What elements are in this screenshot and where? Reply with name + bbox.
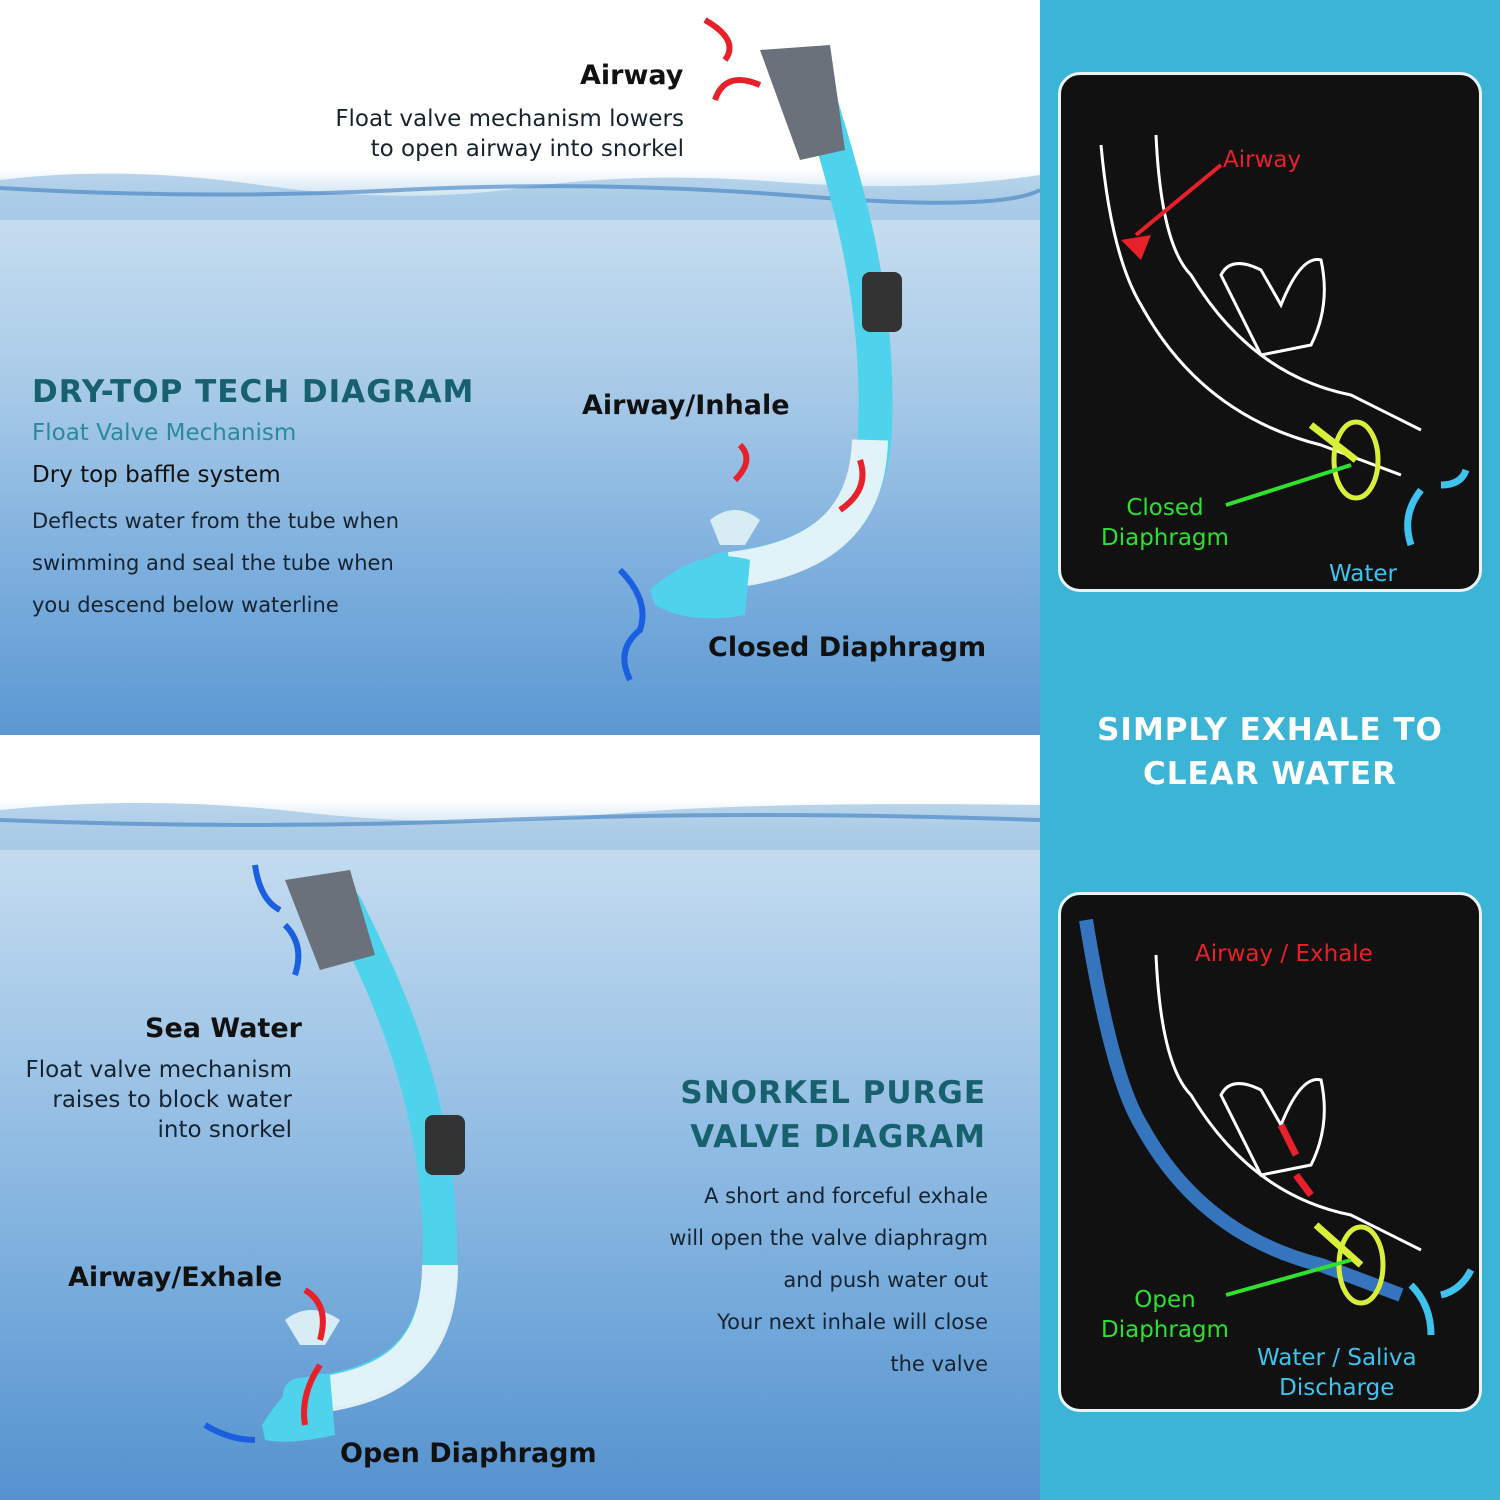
diaphragm-line: Closed (1126, 495, 1204, 521)
sea-water-description: Float valve mechanism raises to block wa… (25, 1055, 292, 1145)
water-line: Water / Saliva (1257, 1345, 1417, 1371)
dry-top-panel: Airway Float valve mechanism lowers to o… (0, 0, 1040, 735)
diaphragm-line: Diaphragm (1101, 1317, 1229, 1343)
diaphragm-line: Open (1134, 1287, 1196, 1313)
sea-water-desc-line: Float valve mechanism (25, 1057, 292, 1083)
water-line: Discharge (1279, 1375, 1395, 1401)
airway-desc-line: to open airway into snorkel (370, 136, 684, 162)
sea-water-desc-line: raises to block water (52, 1087, 292, 1113)
dry-top-subtitle: Float Valve Mechanism (32, 420, 297, 446)
body-line: A short and forceful exhale (704, 1184, 988, 1208)
exhale-label: Airway/Exhale (68, 1262, 283, 1293)
airway-description: Float valve mechanism lowers to open air… (335, 104, 684, 164)
airway-label: Airway (580, 60, 684, 91)
diaphragm-line: Diaphragm (1101, 525, 1229, 551)
airway-desc-line: Float valve mechanism lowers (335, 106, 684, 132)
callout-line: CLEAR WATER (1143, 756, 1397, 792)
callout-line: SIMPLY EXHALE TO (1097, 712, 1443, 748)
airway-exhale-label: Airway / Exhale (1195, 941, 1373, 967)
body-line: Your next inhale will close (717, 1310, 988, 1334)
water-surface (0, 802, 1040, 850)
snorkel-illustration (617, 17, 902, 682)
water-discharge-label: Water / Saliva Discharge (1257, 1343, 1417, 1403)
sea-water-label: Sea Water (145, 1013, 302, 1044)
open-diaphragm-label: Open Diaphragm (1101, 1285, 1229, 1345)
body-line: will open the valve diaphragm (669, 1226, 988, 1250)
water-label: Water (1329, 561, 1397, 587)
body-line: you descend below waterline (32, 593, 339, 617)
closed-diaphragm-label: Closed Diaphragm (1101, 493, 1229, 553)
right-panel: Airway Closed Diaphragm Water SIMPLY EXH… (1040, 0, 1500, 1500)
dry-top-heading: Dry top baffle system (32, 462, 281, 488)
body-line: the valve (890, 1352, 988, 1376)
snorkel-illustration (203, 864, 465, 1443)
body-line: swimming and seal the tube when (32, 551, 394, 575)
body-line: and push water out (783, 1268, 988, 1292)
open-diaphragm-diagram: Airway / Exhale Open Diaphragm Water / S… (1058, 892, 1482, 1412)
airway-label: Airway (1223, 147, 1302, 173)
sea-water-desc-line: into snorkel (157, 1117, 293, 1143)
open-diaphragm-label: Open Diaphragm (340, 1438, 597, 1469)
exhale-callout: SIMPLY EXHALE TO CLEAR WATER (1040, 708, 1500, 796)
dry-top-title: DRY-TOP TECH DIAGRAM (32, 374, 475, 410)
inhale-label: Airway/Inhale (582, 390, 790, 421)
valve-line-drawing (1079, 918, 1475, 1336)
purge-body: A short and forceful exhale will open th… (669, 1175, 988, 1385)
purge-title: SNORKEL PURGE VALVE DIAGRAM (680, 1071, 986, 1159)
purge-valve-panel: Sea Water Float valve mechanism raises t… (0, 735, 1040, 1500)
title-line: SNORKEL PURGE (680, 1075, 986, 1111)
closed-diaphragm-diagram: Airway Closed Diaphragm Water (1058, 72, 1482, 592)
dry-top-body: Deflects water from the tube when swimmi… (32, 500, 399, 626)
water-surface (0, 173, 1040, 220)
valve-line-drawing (1099, 134, 1470, 547)
closed-diaphragm-label: Closed Diaphragm (708, 632, 987, 663)
title-line: VALVE DIAGRAM (690, 1119, 986, 1155)
body-line: Deflects water from the tube when (32, 509, 400, 533)
